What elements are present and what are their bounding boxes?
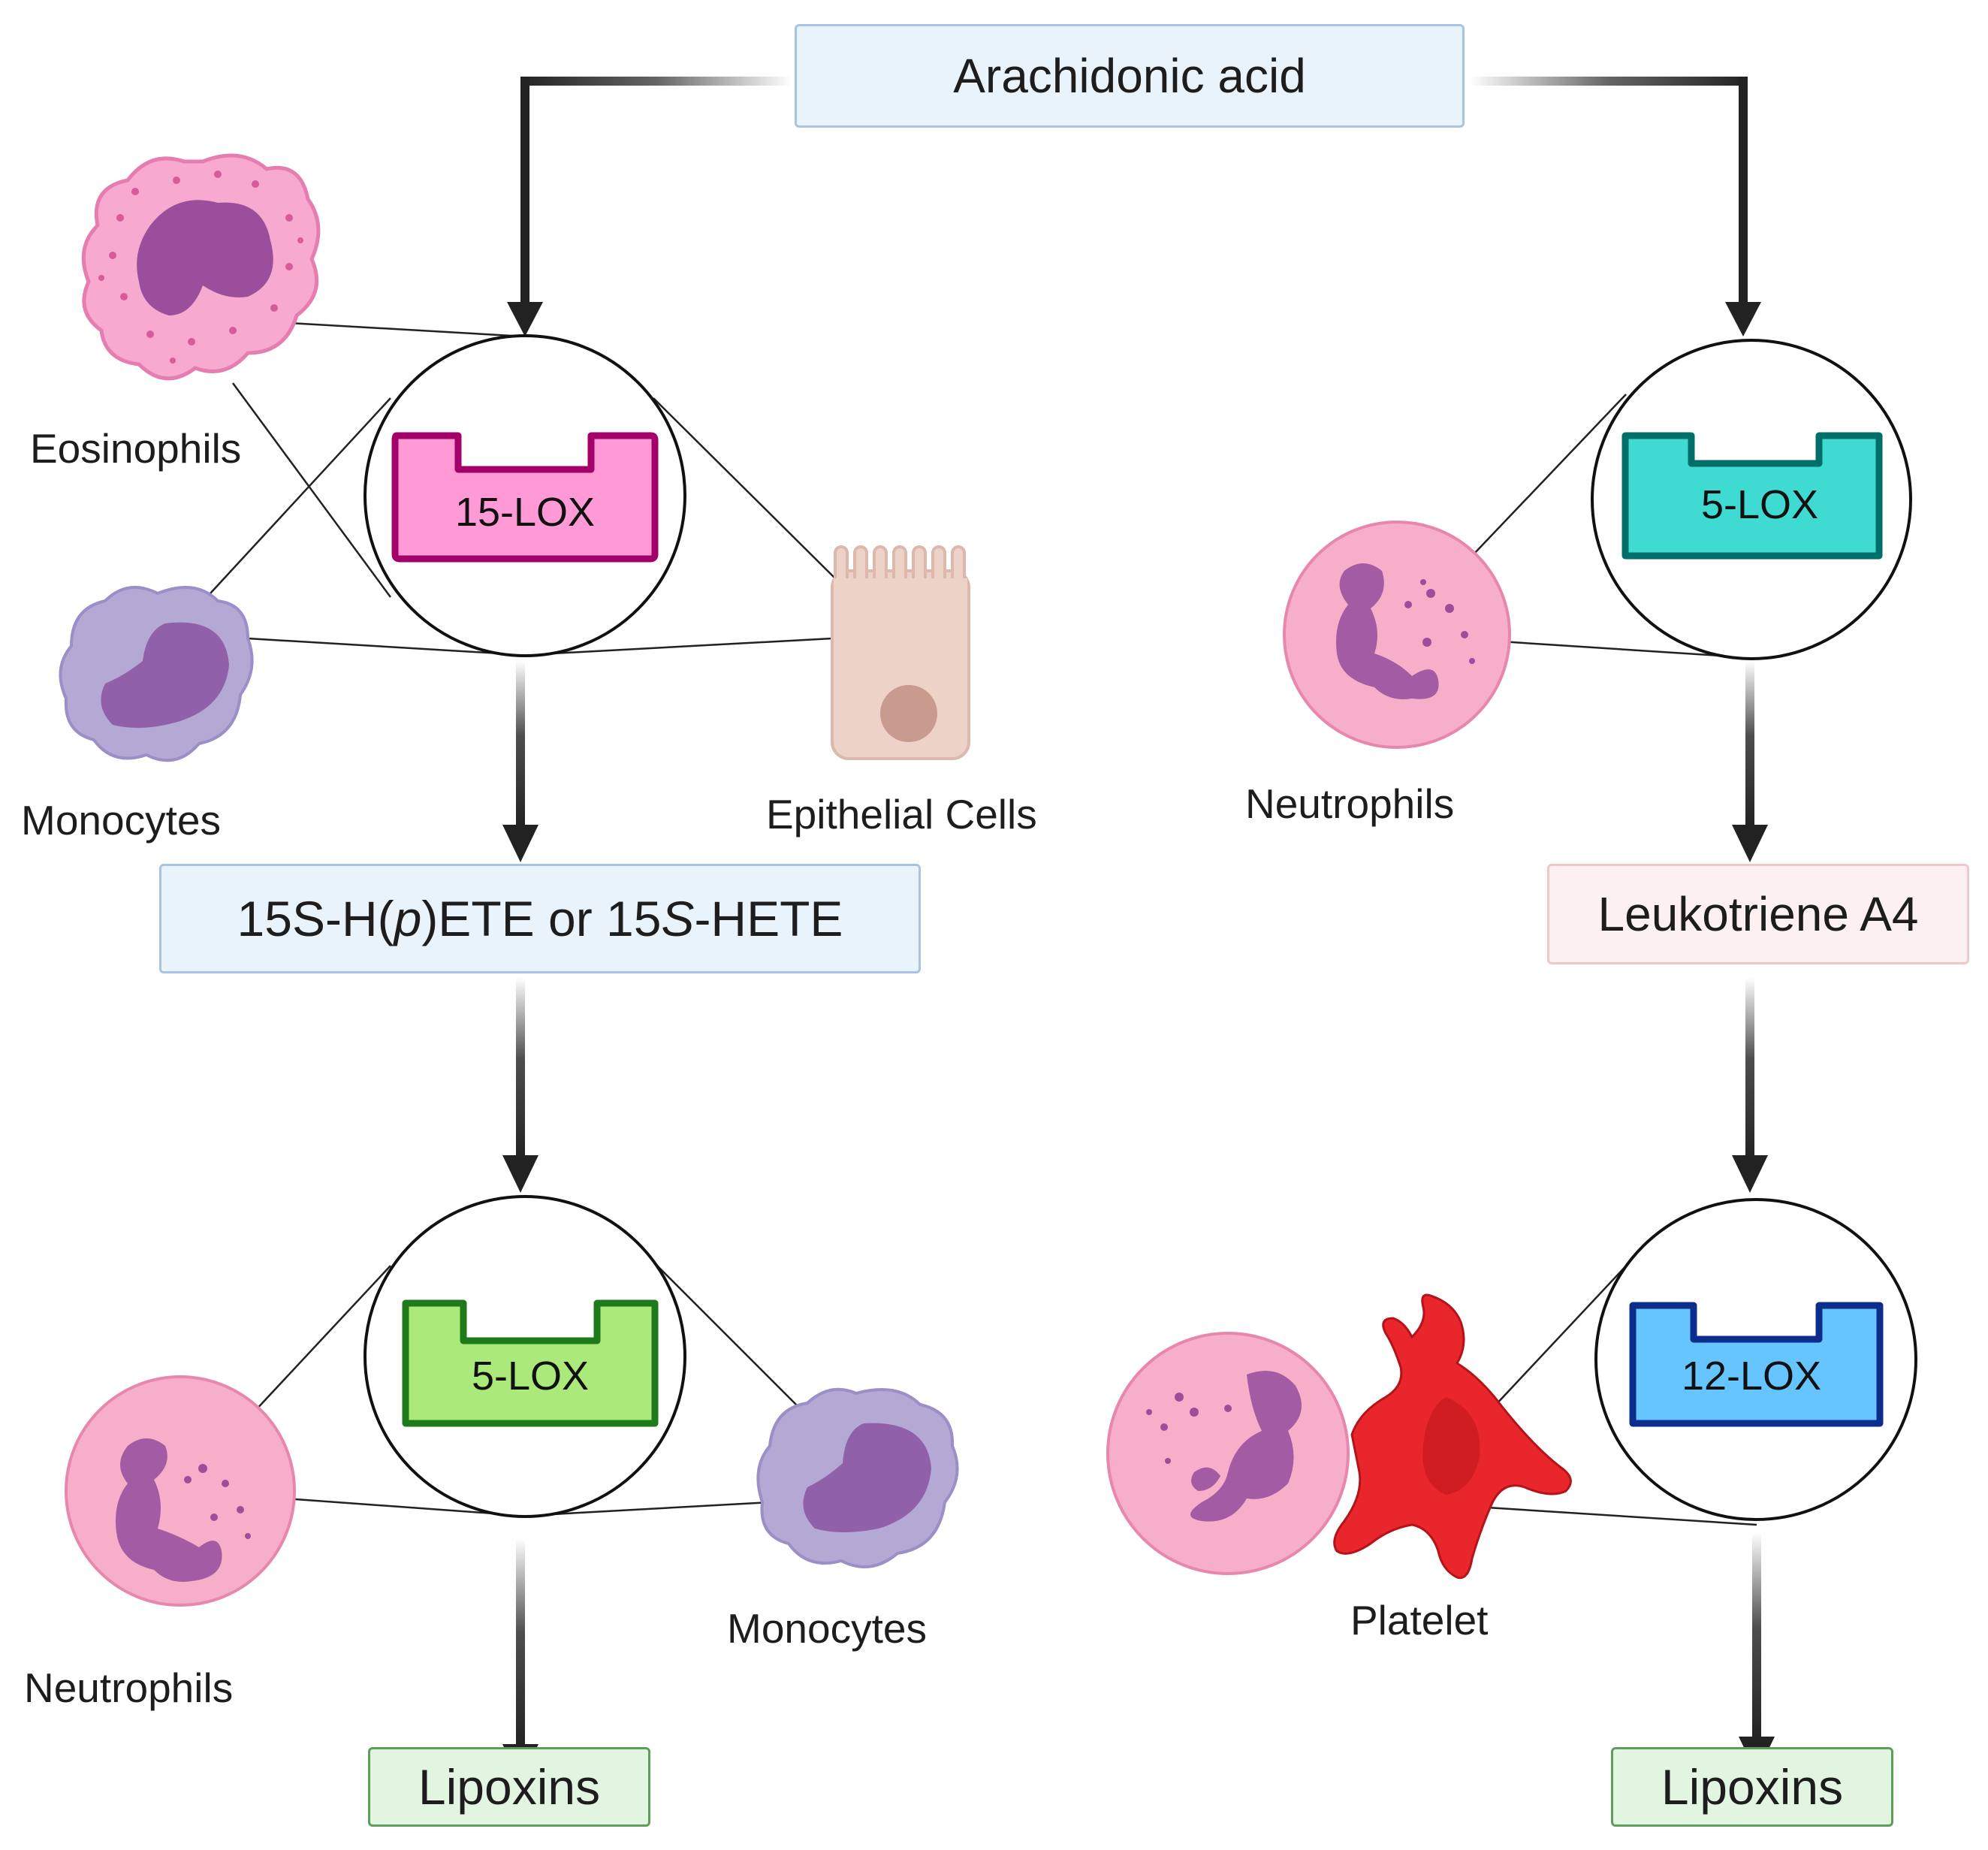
epithelial-cells-label: Epithelial Cells xyxy=(766,791,1037,837)
arrow-leukotriene-to-12lox xyxy=(1732,978,1768,1193)
arrow-15lox-to-intermediate xyxy=(502,661,538,862)
arachidonic-acid-label: Arachidonic acid xyxy=(953,49,1306,103)
lipoxins-left-label: Lipoxins xyxy=(418,1759,601,1815)
enzyme-15lox-label: 15-LOX xyxy=(455,490,595,535)
enzyme-12lox-label: 12-LOX xyxy=(1682,1354,1821,1399)
enzyme-5lox-bottom-label: 5-LOX xyxy=(472,1354,589,1399)
arrow-12lox-to-lipoxins-right xyxy=(1739,1532,1775,1774)
monocytes-label-top: Monocytes xyxy=(21,797,221,844)
arrow-intermediate-to-5lox xyxy=(502,978,538,1193)
enzyme-5lox-bottom-icon: 5-LOX xyxy=(402,1299,659,1427)
neutrophil-icon-top xyxy=(1283,521,1511,749)
arrow-5lox-to-lipoxins-left xyxy=(502,1538,538,1782)
monocyte-icon-bottom xyxy=(756,1387,959,1568)
platelet-label: Platelet xyxy=(1350,1597,1489,1643)
arachidonic-acid-box: Arachidonic acid xyxy=(795,24,1465,128)
arrow-to-5lox-right xyxy=(1470,77,1761,337)
lipoxins-right-label: Lipoxins xyxy=(1661,1759,1844,1815)
lipoxins-right-box: Lipoxins xyxy=(1611,1747,1893,1827)
arrow-5lox-to-leukotriene xyxy=(1732,661,1768,862)
neutrophil-icon-bottom xyxy=(65,1375,296,1607)
enzyme-5lox-top-icon: 5-LOX xyxy=(1621,432,1883,560)
leukotriene-a4-box: Leukotriene A4 xyxy=(1547,864,1969,964)
epithelial-cell-icon xyxy=(831,545,970,760)
intermediate-left-part1: 15S-H( xyxy=(237,891,394,946)
neutrophils-label-bottom: Neutrophils xyxy=(24,1664,234,1711)
enzyme-15lox-icon: 15-LOX xyxy=(391,432,659,563)
monocyte-icon-top xyxy=(59,586,254,762)
leukotriene-a4-label: Leukotriene A4 xyxy=(1597,887,1919,941)
lipoxins-left-box: Lipoxins xyxy=(368,1747,650,1827)
enzyme-5lox-top-label: 5-LOX xyxy=(1701,482,1818,527)
intermediate-left-part2: p xyxy=(394,891,422,946)
intermediate-left-part3: )ETE or 15 xyxy=(421,891,662,946)
intermediate-left-part4: S xyxy=(661,891,695,946)
intermediate-left-part5: -HETE xyxy=(694,891,843,946)
arrow-to-15lox xyxy=(507,77,792,337)
platelet-icon xyxy=(1333,1293,1572,1580)
eosinophil-icon xyxy=(81,153,321,381)
enzyme-12lox-icon: 12-LOX xyxy=(1629,1302,1884,1427)
neutrophil-icon-bottom-right xyxy=(1106,1332,1350,1575)
neutrophils-label-top: Neutrophils xyxy=(1245,780,1455,827)
monocytes-label-bottom: Monocytes xyxy=(727,1605,927,1652)
eosinophils-label: Eosinophils xyxy=(30,425,242,472)
